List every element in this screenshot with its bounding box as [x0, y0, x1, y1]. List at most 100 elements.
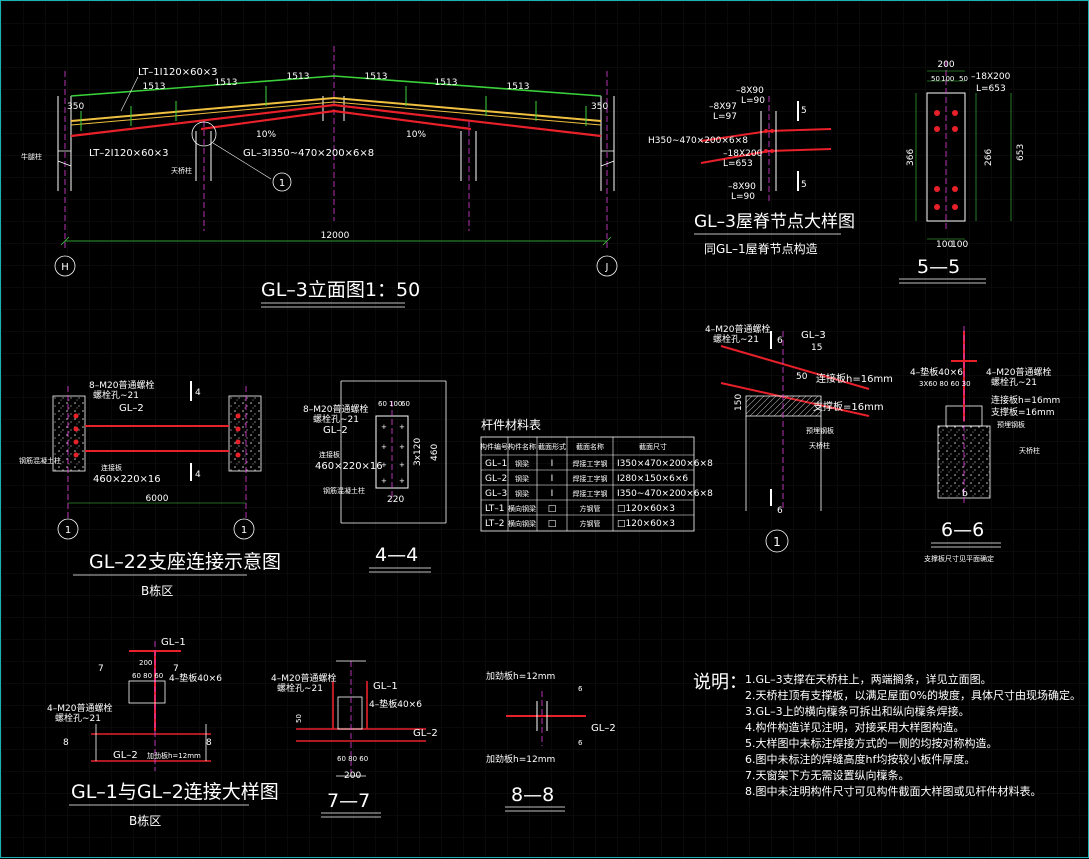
bearing-axis-right: 1 — [241, 525, 247, 536]
s77-title: 7—7 — [327, 790, 370, 812]
s44-title: 4—4 — [375, 544, 418, 566]
gl12-bolt-hole: 螺栓孔∼21 — [55, 712, 101, 724]
row-1-id: GL–1 — [485, 459, 507, 469]
elevation-span-dim — [60, 236, 612, 246]
s66-title: 6—6 — [941, 519, 984, 541]
notes-title: 说明： — [693, 672, 747, 693]
elevation-column-brackets — [57, 150, 615, 167]
bearing-sec-bot: 4 — [195, 470, 201, 480]
note-2: 2.天桥柱顶有支撑板，以满足屋面0%的坡度，具体尺寸由现场确定。 — [745, 688, 1081, 702]
table-header-size: 截面尺寸 — [639, 442, 667, 451]
s44-d3x120: 3x120 — [413, 437, 423, 466]
s55-h653: 653 — [1016, 144, 1026, 161]
note-8: 8.图中未注明构件尺寸可见构件截面大样图或见杆件材料表。 — [745, 784, 1042, 798]
row-5-name: 横向钢梁 — [508, 519, 536, 528]
bearing-span: 6000 — [146, 494, 169, 504]
d1-bolt-hole: 螺栓孔∼21 — [713, 333, 759, 345]
note-5: 5.大样图中未标注焊接方式的一侧的均按对称构造。 — [745, 736, 998, 750]
ridge-title: GL–3屋脊节点大样图 — [694, 212, 855, 232]
s77-d60: 60 80 60 — [337, 755, 368, 763]
axis-bubble-h — [54, 255, 76, 277]
table-header-name: 构件名称 — [508, 442, 536, 451]
table-header-shape: 截面形式 — [538, 442, 566, 451]
segment-dims: 1513 1513 1513 1513 1513 1513 — [143, 72, 530, 92]
s88-gl2: GL–2 — [591, 723, 616, 734]
s77-bolt: 4–M20普通螺栓 — [271, 672, 336, 684]
section-5-5-drawing: 200 50 100 50 –18X200 L=653 653 366 266 … — [899, 60, 1026, 284]
row-3-name: 钢梁 — [515, 489, 529, 498]
elevation-purlins — [70, 75, 602, 138]
d1-d150: 150 — [734, 394, 744, 411]
detail-leader — [212, 142, 272, 180]
elevation-columns — [57, 96, 615, 191]
s66-dims: 3X60 80 60 30 — [919, 380, 971, 388]
row-2-type: 焊接工字钢 — [573, 474, 608, 483]
label-gl3: GL–3I350∼470×200×6×8 — [243, 148, 374, 159]
detail-marker-1 — [272, 172, 292, 192]
svg-text:+: + — [381, 423, 387, 431]
seg-dim-4: 1513 — [365, 72, 388, 82]
svg-text:+: + — [381, 461, 387, 469]
table-row: LT–1 横向钢梁 □ 方钢管 □120×60×3 — [485, 504, 675, 514]
svg-text:+: + — [381, 443, 387, 451]
row-2-size: I280×150×6×6 — [617, 474, 688, 484]
ridge-p2: –8X97 — [709, 102, 737, 112]
gl12-s8-left: 8 — [63, 738, 69, 748]
bearing-drawing: 4 4 6000 8–M20普通螺栓 螺栓孔∼21 GL–2 连接板 460×2… — [19, 379, 281, 598]
seg-dim-3: 1513 — [287, 72, 310, 82]
gl12-d60: 60 80 60 — [132, 672, 163, 680]
gl12-rib: 加劲板h=12mm — [147, 751, 201, 760]
bearing-title: GL–22支座连接示意图 — [89, 551, 281, 573]
axis-label-h: H — [61, 262, 69, 273]
bearing-plate-size: 460×220×16 — [93, 474, 161, 485]
bearing-axis-left: 1 — [65, 525, 71, 536]
row-2-name: 钢梁 — [515, 474, 529, 483]
gl12-title: GL–1与GL–2连接大样图 — [71, 781, 279, 803]
s55-plate-l: L=653 — [976, 84, 1006, 94]
s44-d460: 460 — [430, 444, 440, 461]
ridge-sec-bot: 5 — [801, 180, 807, 190]
gl12-subtitle: B栋区 — [129, 813, 161, 828]
bearing-gl2: GL–2 — [119, 403, 144, 414]
section-6-6-drawing: 4–垫板40×6 3X60 80 60 30 4–M20普通螺栓 螺栓孔∼21 … — [910, 326, 1060, 563]
d1-rib2: 支撑板=16mm — [813, 400, 884, 413]
s77-d200: 200 — [344, 771, 361, 781]
table-title: 杆件材料表 — [481, 418, 541, 432]
s44-d1: 60 — [378, 400, 387, 408]
s77-d50: 50 — [295, 714, 303, 723]
d1-sec-bot: 6 — [777, 506, 783, 516]
d1-gl3: GL–3 — [801, 330, 826, 341]
table-row: GL–1 钢梁 I 焊接工字钢 I350×470×200×6×8 — [485, 459, 713, 469]
row-5-type: 方钢管 — [580, 519, 601, 528]
row-4-id: LT–1 — [485, 504, 505, 514]
d1-col: 天桥柱 — [809, 441, 830, 450]
s88-rib-bot: 加劲板h=12mm — [486, 753, 555, 765]
detail-marker-1-label: 1 — [279, 178, 285, 189]
s55-top: 200 — [937, 60, 954, 70]
s55-title: 5—5 — [917, 256, 960, 278]
s88-d6a: 6 — [578, 685, 583, 693]
s55-bot2: 100 — [951, 240, 968, 250]
ridge-sec-top: 5 — [801, 106, 807, 116]
row-4-type: 方钢管 — [580, 504, 601, 513]
svg-text:+: + — [399, 477, 405, 485]
seg-dim-2: 1513 — [215, 78, 238, 88]
bearing-bolt-hole: 螺栓孔∼21 — [93, 389, 139, 401]
note-1: 1.GL–3支撑在天桥柱上，两端搁条，详见立面图。 — [745, 672, 992, 686]
table-header-row: 构件编号 构件名称 截面形式 截面名称 截面尺寸 — [480, 442, 667, 451]
s44-d2: 100 — [389, 400, 402, 408]
axis-label-j: J — [605, 262, 609, 273]
slope-left: 10% — [256, 130, 276, 140]
bearing-concrete: 钢筋混凝土柱 — [19, 456, 61, 465]
material-table: 杆件材料表 构件编号 构件名称 截面形式 截面名称 截面尺寸 GL–1 钢梁 I… — [480, 418, 713, 532]
detail-1-drawing: 6 6 4–M20普通螺栓 螺栓孔∼21 GL–3 15 50 150 连接板h… — [705, 323, 893, 553]
s66-pad: 4–垫板40×6 — [910, 366, 963, 378]
s66-rib2: 支撑板=16mm — [991, 406, 1055, 418]
s55-d366: 366 — [906, 149, 916, 166]
bearing-plate: 连接板 — [101, 463, 122, 472]
ridge-h350: H350∼470×200×6×8 — [648, 136, 748, 146]
gl12-s7-left: 7 — [98, 664, 104, 674]
table-row: GL–3 钢梁 I 焊接工字钢 I350∼470×200×6×8 — [485, 489, 713, 499]
row-3-shape: I — [551, 489, 554, 499]
